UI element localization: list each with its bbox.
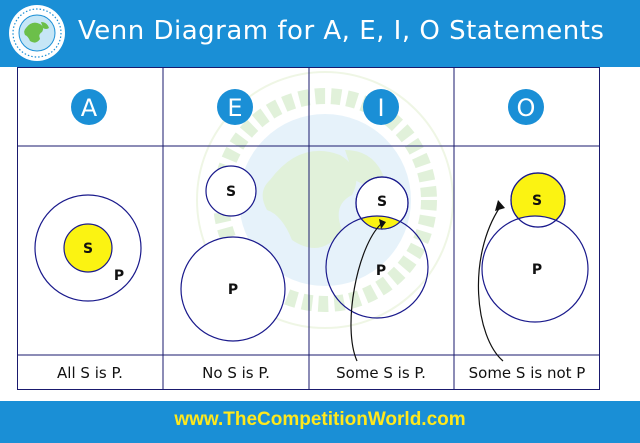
label-s: S — [532, 193, 542, 209]
page-title: Venn Diagram for A, E, I, O Statements — [78, 16, 605, 46]
venn-e: S P — [180, 165, 286, 342]
website-link[interactable]: www.TheCompetitionWorld.com — [174, 409, 466, 430]
label-p: P — [228, 282, 238, 298]
caption-i: Some S is P. — [336, 364, 426, 382]
circle-s — [205, 165, 257, 217]
arrow-head-icon — [495, 200, 505, 211]
venn-diagram-table: A E I O S P S P S P — [17, 67, 600, 390]
caption-e: No S is P. — [202, 364, 270, 382]
badge-o: O — [508, 89, 544, 125]
badge-a: A — [71, 89, 107, 125]
circle-s — [63, 223, 113, 273]
arrow-head-icon — [379, 219, 386, 229]
globe-logo-icon — [9, 5, 65, 61]
caption-o: Some S is not P — [469, 364, 586, 382]
header-bar: Venn Diagram for A, E, I, O Statements — [0, 0, 640, 67]
label-p: P — [532, 262, 542, 278]
svg-text:O: O — [517, 94, 536, 122]
svg-text:I: I — [377, 94, 384, 122]
venn-a: S P — [34, 194, 142, 302]
circle-p — [180, 236, 286, 342]
badge-i: I — [363, 89, 399, 125]
arrow-curve — [350, 223, 382, 362]
venn-i: S P — [325, 176, 429, 362]
label-s: S — [226, 184, 236, 200]
circle-p — [481, 215, 589, 323]
label-p: P — [376, 263, 386, 279]
arrow-curve — [477, 206, 504, 362]
caption-a: All S is P. — [57, 364, 123, 382]
label-s: S — [377, 194, 387, 210]
footer-bar: www.TheCompetitionWorld.com — [0, 401, 640, 443]
label-p: P — [114, 268, 124, 284]
svg-text:E: E — [227, 94, 242, 122]
circle-p — [325, 215, 429, 319]
venn-o: S P — [477, 172, 589, 362]
label-s: S — [83, 241, 93, 257]
badge-e: E — [217, 89, 253, 125]
svg-text:A: A — [81, 94, 98, 122]
